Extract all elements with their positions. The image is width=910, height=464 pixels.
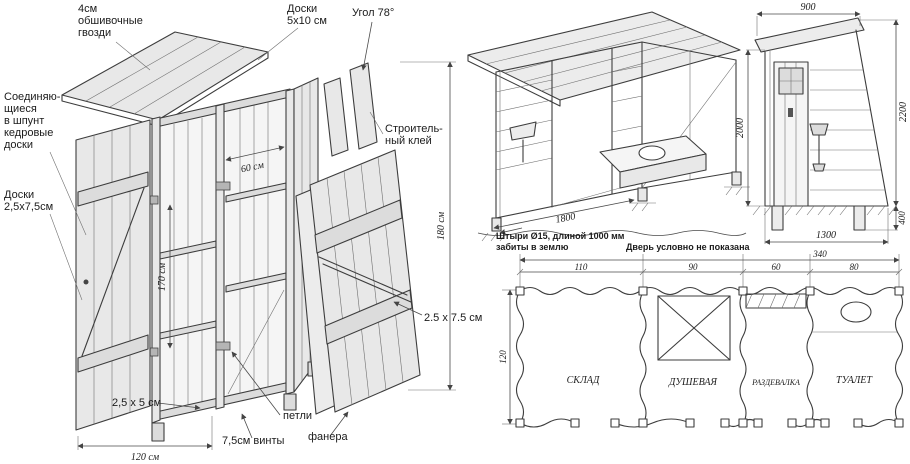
toilet-seat-plan <box>840 301 872 323</box>
sv-door <box>773 61 809 207</box>
glue-label-line1: Строитель- <box>385 123 443 135</box>
tongue-label-line5: доски <box>4 139 33 151</box>
fp-dim-seg4: 80 <box>850 262 860 272</box>
fp-partition-3 <box>806 291 814 425</box>
boards-label-line1: Доски <box>287 3 317 15</box>
nails-label-line3: гвозди <box>78 27 111 39</box>
nails-label-line2: обшивочные <box>78 15 143 27</box>
door-batten-bottom <box>324 289 413 345</box>
fp-dimensions: 340 110 90 60 80 120 <box>498 249 903 425</box>
pv-roof <box>467 11 741 107</box>
left-door-open <box>75 119 151 431</box>
floor-plan: 340 110 90 60 80 120 <box>498 249 904 428</box>
right-post <box>285 88 295 395</box>
sv-dim-bottom: 1300 <box>816 230 836 241</box>
pins-note-line2: забиты в землю <box>496 242 569 252</box>
sv-dim-top: 900 <box>801 2 816 13</box>
small-boards-label-line1: Доски <box>4 189 34 201</box>
fp-dim-seg2: 90 <box>689 262 699 272</box>
sv-dim-left: 2000 <box>735 118 746 138</box>
fp-dim-seg1: 110 <box>575 262 588 272</box>
hinges-label: петли <box>283 410 312 422</box>
toilet-hole <box>638 145 666 161</box>
sv-dimensions: 900 2200 2000 1300 400 <box>735 2 909 245</box>
plywood-label: фанера <box>308 431 348 443</box>
pv-interior <box>509 121 707 189</box>
exploded-dimensions <box>77 61 456 450</box>
sv-roof <box>754 17 865 53</box>
room-shower: ДУШЕВАЯ <box>668 377 718 388</box>
sv-basin <box>809 123 829 172</box>
boards-label-line2: 5x10 см <box>287 15 327 27</box>
dim-batten: 2.5 x 7.5 см <box>424 312 482 324</box>
exploded-labels: 4см обшивочные гвозди Доски 5x10 см Угол… <box>4 3 482 463</box>
exploded-leaders <box>49 21 423 439</box>
nails-label-line1: 4см <box>78 3 97 15</box>
door-note: Дверь условно не показана <box>626 242 751 252</box>
pv-dimensions: 1800 Штыри Ø15, длиной 1000 мм забиты в … <box>493 198 751 252</box>
room-changing: РАЗДЕВАЛКА <box>751 378 800 387</box>
dim-base-width: 120 см <box>131 452 160 463</box>
left-post <box>151 116 161 424</box>
exploded-door <box>295 149 421 415</box>
perspective-view: 1800 Штыри Ø15, длиной 1000 мм забиты в … <box>467 11 751 252</box>
shelves <box>159 182 287 340</box>
washbasin <box>509 121 537 141</box>
room-toilet: ТУАЛЕТ <box>836 375 873 386</box>
fp-posts <box>515 286 904 428</box>
dim-height: 180 см <box>436 211 447 240</box>
fp-partition-2 <box>739 291 747 425</box>
sv-dim-right: 2200 <box>898 102 909 122</box>
pv-walls <box>495 41 737 219</box>
shower-tray <box>657 295 731 361</box>
dim-front-width: 1800 <box>555 211 577 226</box>
shed-body <box>145 77 319 442</box>
dim-frame: 2,5 x 5 см <box>112 397 161 409</box>
fp-walls <box>515 286 904 428</box>
sv-dim-depth: 400 <box>897 211 907 225</box>
tongue-label-line4: кедровые <box>4 127 53 139</box>
tongue-label-line2: щиеся <box>4 103 37 115</box>
fp-dim-seg3: 60 <box>772 262 782 272</box>
pins-note-line1: Штыри Ø15, длиной 1000 мм <box>496 231 625 241</box>
center-post <box>215 103 225 410</box>
fp-dim-total: 340 <box>812 249 827 259</box>
toilet-bench-front <box>619 153 707 189</box>
door-batten-top <box>314 199 403 254</box>
fp-partition-1 <box>639 291 647 425</box>
fp-fixtures <box>657 293 897 361</box>
small-boards-label-line2: 2,5x7,5см <box>4 201 53 213</box>
door-handle <box>83 279 89 285</box>
sv-door-latch <box>788 108 793 117</box>
small-boards <box>323 62 378 157</box>
dim-width-top: 60 см <box>240 160 266 176</box>
angle-label: Угол 78° <box>352 7 394 19</box>
dim-inner-height: 170 см <box>157 262 168 291</box>
side-elevation: 900 2200 2000 1300 400 <box>735 2 909 245</box>
tongue-label-line1: Соединяю- <box>4 91 61 103</box>
exploded-shed-view: 4см обшивочные гвозди Доски 5x10 см Угол… <box>4 3 482 463</box>
fp-dim-depth: 120 <box>498 350 508 364</box>
sv-ground <box>752 205 897 231</box>
tongue-label-line3: в шпунт <box>4 115 44 127</box>
fp-room-labels: СКЛАД ДУШЕВАЯ РАЗДЕВАЛКА ТУАЛЕТ <box>567 375 874 388</box>
glue-label-line2: ный клей <box>385 135 432 147</box>
screws-label: 7,5см винты <box>222 435 285 447</box>
room-storage: СКЛАД <box>567 375 600 386</box>
right-opening <box>226 98 286 396</box>
